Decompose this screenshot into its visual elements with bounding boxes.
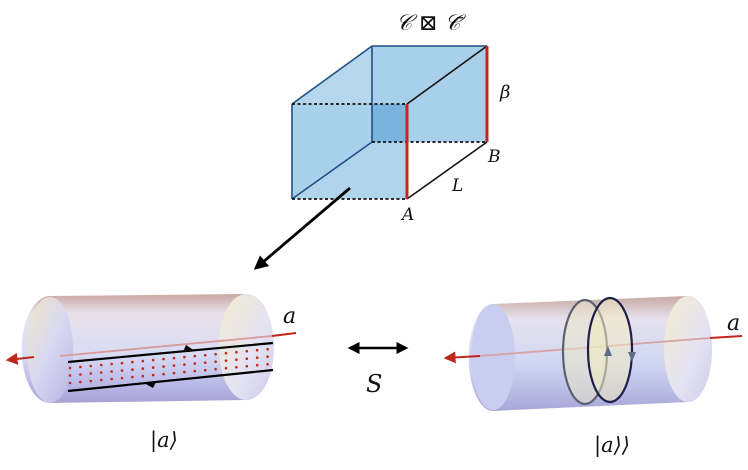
right-cylinder-back-cap (664, 296, 712, 402)
red-dot (89, 379, 93, 383)
red-dot (172, 371, 176, 375)
red-dot (162, 357, 165, 361)
red-dot (162, 365, 165, 368)
red-dot (235, 358, 238, 362)
red-dot (131, 375, 134, 379)
left-upper-line (67, 341, 274, 364)
cube-group: 𝒞 ⊠ 𝒞̄ β B L A (291, 11, 510, 225)
red-dot (79, 365, 82, 369)
right-cylinder: a |a⟩⟩ (443, 296, 743, 458)
red-dot (120, 376, 124, 380)
left-dot-grid (68, 347, 269, 385)
red-dot (214, 360, 217, 364)
red-dot (110, 370, 113, 373)
red-dot (68, 381, 72, 385)
cube-edge-bottom-left (291, 141, 373, 200)
right-line-a-outer (709, 335, 743, 339)
red-dot (203, 368, 207, 372)
cube-overlap-region (372, 104, 407, 142)
red-dot (79, 373, 82, 376)
red-dot (68, 374, 72, 377)
red-dot (151, 366, 155, 369)
red-dot (151, 373, 155, 377)
red-dot (172, 364, 176, 367)
red-dot (245, 349, 249, 353)
red-dot (79, 380, 82, 384)
right-line-label: a (727, 311, 740, 336)
red-dot (214, 352, 217, 356)
red-dot (89, 364, 93, 368)
left-cylinder: a |a⟩ (5, 294, 297, 453)
red-dot (193, 369, 197, 373)
red-dot (214, 367, 217, 371)
red-dot (99, 378, 103, 382)
left-line-a-outer (271, 332, 297, 337)
cube-edge-bottom-right (406, 141, 488, 200)
red-dot (68, 366, 72, 370)
cube-edge-top-right (406, 45, 488, 105)
left-line-a-exit (5, 352, 35, 365)
beta-label: β (499, 82, 510, 103)
red-dot (235, 365, 238, 369)
red-dot (203, 361, 207, 365)
red-dot (151, 358, 155, 362)
red-dot (255, 356, 259, 360)
cube-edge-top-left (291, 45, 373, 105)
red-dot (99, 363, 103, 367)
red-dot (183, 355, 186, 359)
red-dot (89, 372, 93, 375)
red-dot (193, 354, 197, 358)
red-dot (245, 357, 249, 361)
corner-a-label: A (400, 205, 414, 225)
red-dot (99, 371, 103, 374)
red-dot (255, 363, 259, 367)
red-dot (162, 372, 165, 376)
right-state-label: |a⟩⟩ (594, 433, 630, 458)
red-dot (266, 355, 269, 359)
red-dot (172, 356, 176, 360)
red-dot (193, 362, 197, 365)
left-upper-arrowhead (183, 345, 195, 352)
red-dot (183, 370, 186, 374)
red-dot (110, 362, 113, 366)
red-dot (245, 364, 249, 368)
corner-b-label: B (487, 147, 501, 167)
red-dot (266, 347, 269, 351)
red-dot (266, 362, 269, 366)
right-line-a-exit (443, 351, 481, 364)
red-dot (110, 377, 113, 381)
left-line-label: a (283, 304, 296, 329)
left-lower-arrowhead (144, 382, 156, 388)
red-dot (120, 369, 124, 372)
red-dot (183, 363, 186, 366)
red-dot (120, 361, 124, 365)
right-loop-arrow-down (628, 352, 636, 362)
red-dot (141, 359, 145, 363)
right-cylinder-front-cap (471, 304, 515, 410)
left-lower-line (67, 368, 274, 393)
left-state-label: |a⟩ (150, 428, 178, 453)
red-dot (235, 350, 238, 354)
red-dot (255, 348, 259, 352)
red-dot (203, 353, 207, 357)
red-dot (224, 351, 228, 355)
right-loop-arrow-up (604, 346, 612, 356)
red-dot (141, 374, 145, 378)
right-loop-front (586, 296, 634, 404)
red-dot (131, 360, 134, 364)
left-line-a-inner (59, 335, 273, 357)
left-cylinder-front-cap (27, 297, 73, 403)
red-dot (141, 367, 145, 370)
red-dot (224, 366, 228, 370)
length-label: L (451, 176, 463, 196)
red-dot (224, 359, 228, 363)
cube-title: 𝒞 ⊠ 𝒞̄ (396, 11, 466, 36)
cube-to-cylinder-arrow (253, 186, 351, 270)
red-dot (131, 368, 134, 371)
s-transform-label: S (366, 370, 382, 398)
